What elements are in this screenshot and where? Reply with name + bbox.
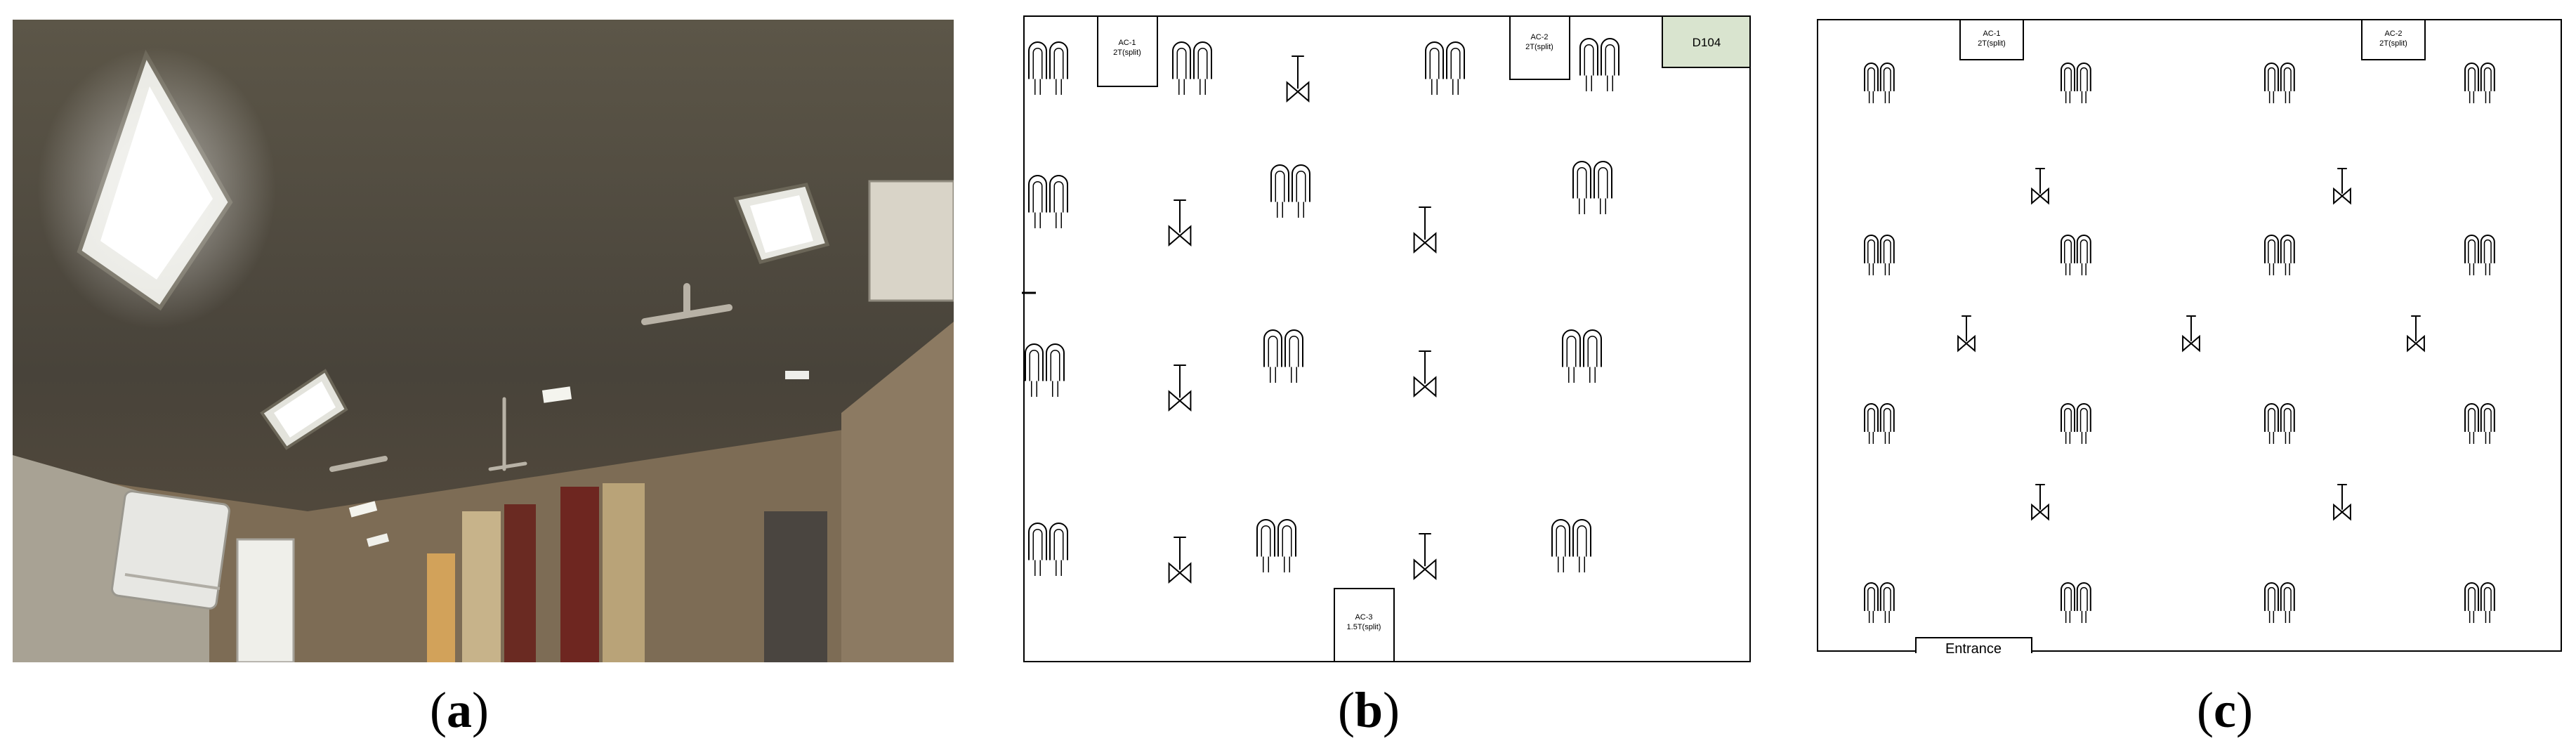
ceiling-fan-icon: [1168, 199, 1192, 247]
tube-light-icon: [1028, 41, 1068, 95]
tube-light-icon: [1270, 164, 1310, 218]
tube-light-icon: [1562, 329, 1602, 383]
photo-door: [236, 538, 295, 662]
tube-light-icon: [1551, 519, 1591, 572]
tube-light-icon: [1425, 41, 1465, 95]
ceiling-fan-icon: [2031, 168, 2049, 205]
photo-light-3: [366, 533, 390, 547]
ac-unit-id: AC-3: [1355, 613, 1372, 622]
photo-curtain-1: [504, 504, 536, 662]
tube-light-icon: [2264, 403, 2295, 444]
tube-light-icon: [2061, 63, 2091, 103]
floor-plan-proposed: AC-1 2T(split) AC-2 2T(split) Entrance: [1817, 19, 2562, 653]
tube-light-icon: [1864, 582, 1895, 623]
photo-glow-large: [37, 48, 276, 329]
ac-unit-id: AC-1: [1983, 29, 2000, 38]
ac-unit-box: AC-3 1.5T(split): [1334, 588, 1395, 662]
photo-ceiling-fan-mid: [488, 397, 527, 471]
ceiling-fan-icon: [1286, 55, 1310, 103]
tube-light-icon: [2264, 235, 2295, 275]
caption-a: (a): [430, 682, 489, 738]
ceiling-fan-icon: [2407, 315, 2425, 353]
ac-unit-spec: 1.5T(split): [1347, 623, 1381, 631]
tube-light-icon: [2464, 403, 2495, 444]
tube-light-icon: [1256, 519, 1296, 572]
tube-light-icon: [1263, 329, 1303, 383]
room-outline: [1023, 15, 1751, 662]
entrance-box: Entrance: [1915, 637, 2032, 653]
ceiling-photo: [13, 20, 954, 662]
tube-light-icon: [1028, 523, 1068, 576]
tube-light-icon: [2464, 582, 2495, 623]
room-label-box: D104: [1662, 15, 1751, 68]
ceiling-fan-icon: [2333, 168, 2351, 205]
tube-light-icon: [1864, 63, 1895, 103]
photo-window-1: [462, 511, 501, 662]
photo-skylight-right-glass: [750, 195, 813, 253]
tube-light-icon: [2264, 63, 2295, 103]
floor-plan-existing: AC-1 2T(split) AC-2 2T(split) AC-3 1.5T(…: [1022, 15, 1751, 662]
caption-c: (c): [2197, 682, 2253, 738]
ac-unit-spec: 2T(split): [2379, 39, 2407, 48]
ceiling-fan-icon: [1413, 206, 1437, 254]
ac-unit-box: AC-1 2T(split): [1959, 19, 2024, 60]
tube-light-icon: [2061, 403, 2091, 444]
ac-unit-id: AC-1: [1118, 39, 1136, 47]
caption-b: (b): [1338, 682, 1400, 738]
ceiling-fan-icon: [1168, 537, 1192, 584]
tube-light-icon: [2464, 63, 2495, 103]
tube-light-icon: [1579, 38, 1619, 91]
tube-light-icon: [1025, 343, 1065, 397]
photo-light-2: [348, 501, 378, 518]
tube-light-icon: [2264, 582, 2295, 623]
photo-light-4: [785, 371, 809, 379]
ac-unit-box: AC-2 2T(split): [1509, 15, 1570, 80]
photo-split-ac: [111, 490, 230, 610]
tube-light-icon: [2061, 582, 2091, 623]
plan-c-fixtures: [1864, 63, 2495, 623]
entrance-label: Entrance: [1945, 641, 2002, 653]
ac-unit-box: AC-1 2T(split): [1097, 15, 1158, 87]
ac-unit-spec: 2T(split): [1525, 43, 1553, 51]
photo-skylight-mid-glass: [274, 381, 336, 438]
photo-light-1: [541, 386, 572, 403]
tube-light-icon: [1864, 235, 1895, 275]
room-label: D104: [1693, 36, 1721, 49]
ceiling-fan-icon: [1413, 350, 1437, 398]
ceiling-fan-icon: [1168, 365, 1192, 412]
ceiling-fan-icon: [1413, 533, 1437, 580]
photo-notice-board: [427, 553, 455, 662]
ceiling-fan-icon: [2182, 315, 2200, 353]
tube-light-icon: [1028, 175, 1068, 228]
ceiling-fan-icon: [2333, 484, 2351, 521]
ac-unit-id: AC-2: [1530, 33, 1548, 41]
ac-unit-spec: 2T(split): [1113, 48, 1141, 57]
photo-wall-cabinet: [868, 180, 954, 302]
plan-b-fixtures: [1025, 38, 1619, 584]
room-outline: [1817, 19, 2562, 652]
tube-light-icon: [1864, 403, 1895, 444]
ac-unit-box: AC-2 2T(split): [2361, 19, 2426, 60]
ceiling-fan-icon: [1957, 315, 1976, 353]
tube-light-icon: [2464, 235, 2495, 275]
ceiling-fan-icon: [2031, 484, 2049, 521]
photo-ceiling-fan-left: [329, 456, 388, 472]
tube-light-icon: [1572, 161, 1612, 214]
photo-board: [764, 511, 827, 662]
tube-light-icon: [1172, 41, 1212, 95]
ac-unit-spec: 2T(split): [1978, 39, 2006, 48]
photo-ceiling-fan-right: [641, 283, 732, 325]
photo-right-wall: [841, 322, 954, 662]
tube-light-icon: [2061, 235, 2091, 275]
photo-window-2: [603, 483, 645, 662]
ac-unit-id: AC-2: [2384, 29, 2402, 38]
photo-curtain-2: [560, 487, 599, 662]
